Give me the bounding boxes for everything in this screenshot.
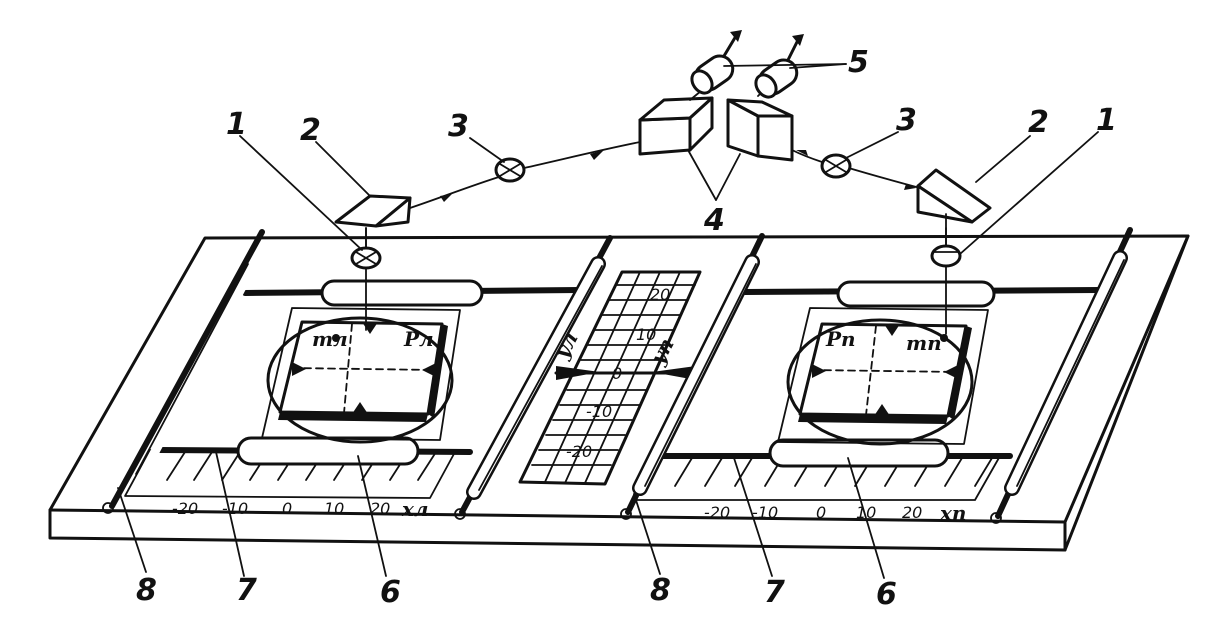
p-left-label: Pл — [403, 327, 434, 351]
label-1-left: 1 — [226, 107, 247, 142]
right-stage — [620, 227, 1133, 524]
label-3-right: 3 — [896, 103, 917, 138]
y-tick-20: 20 — [650, 285, 670, 304]
label-1-right: 1 — [1096, 103, 1117, 138]
label-3-left: 3 — [448, 109, 469, 144]
m-right-label: mп — [906, 331, 942, 355]
left-stage — [102, 227, 613, 520]
x-left-tick-20: 20 — [370, 499, 390, 518]
label-8-right: 8 — [650, 573, 671, 608]
x-left-tick-10: 10 — [324, 499, 344, 518]
x-right-tick-minus-10: -10 — [752, 503, 778, 522]
y-tick-minus-20: -20 — [566, 442, 592, 461]
p-right-label: Pп — [825, 327, 856, 351]
x-right-tick-20: 20 — [902, 503, 922, 522]
leader-lines — [117, 131, 1099, 579]
x-left-tick-minus-10: -10 — [222, 499, 248, 518]
x-left-label: xл — [401, 497, 429, 521]
label-2-left: 2 — [300, 113, 321, 148]
label-2-right: 2 — [1028, 105, 1049, 140]
label-4: 4 — [703, 203, 725, 238]
label-5: 5 — [848, 45, 869, 80]
x-left-tick-0: 0 — [282, 499, 292, 518]
label-7-right: 7 — [764, 575, 785, 610]
y-tick-minus-10: -10 — [586, 402, 612, 421]
x-scale-left: -20 -10 0 10 20 xл — [172, 497, 429, 521]
x-left-tick-minus-20: -20 — [172, 499, 198, 518]
label-7-left: 7 — [236, 573, 257, 608]
stage-symbols: mл Pл Pп mп — [312, 327, 942, 355]
x-right-label: xп — [939, 501, 966, 525]
eyepieces — [689, 30, 847, 101]
label-6-left: 6 — [380, 575, 401, 610]
x-right-tick-minus-20: -20 — [704, 503, 730, 522]
x-right-tick-0: 0 — [816, 503, 826, 522]
m-left-label: mл — [312, 327, 348, 351]
optical-system — [334, 30, 992, 249]
label-6-right: 6 — [876, 577, 897, 612]
label-8-left: 8 — [136, 573, 157, 608]
base-plate — [48, 234, 1190, 552]
callout-labels: 1 2 3 4 5 3 2 1 8 7 6 8 7 6 — [136, 45, 1117, 612]
x-right-tick-10: 10 — [856, 503, 876, 522]
y-tick-10: 10 — [636, 325, 656, 344]
x-scale-right: -20 -10 0 10 20 xп — [704, 501, 966, 525]
y-tick-0: 0 — [612, 364, 622, 383]
